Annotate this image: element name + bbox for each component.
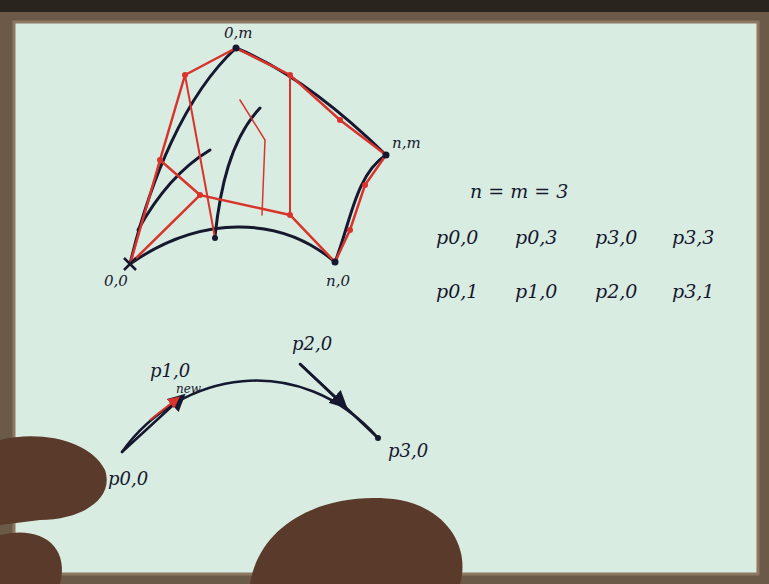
handwritten-label: p3,3 (672, 228, 714, 247)
handwritten-label: n = m = 3 (470, 182, 568, 201)
handwritten-label: p3,0 (388, 442, 428, 460)
handwritten-label: p0,3 (515, 228, 557, 247)
handwritten-label: p2,0 (292, 335, 332, 353)
handwritten-label: p0,1 (436, 282, 478, 301)
handwritten-label: p1,0 (150, 362, 190, 380)
handwritten-label: p3,1 (672, 282, 714, 301)
handwritten-label: p0,0 (108, 470, 148, 488)
handwritten-label: p3,0 (595, 228, 637, 247)
handwritten-label: n,m (392, 136, 421, 151)
handwritten-label: p0,0 (436, 228, 478, 247)
handwritten-label: p2,0 (595, 282, 637, 301)
handwritten-label: 0,0 (104, 274, 128, 289)
handwritten-label: n,0 (326, 274, 350, 289)
handwritten-label: p1,0 (515, 282, 557, 301)
handwritten-label: new (176, 383, 201, 395)
handwritten-label: 0,m (224, 26, 253, 41)
